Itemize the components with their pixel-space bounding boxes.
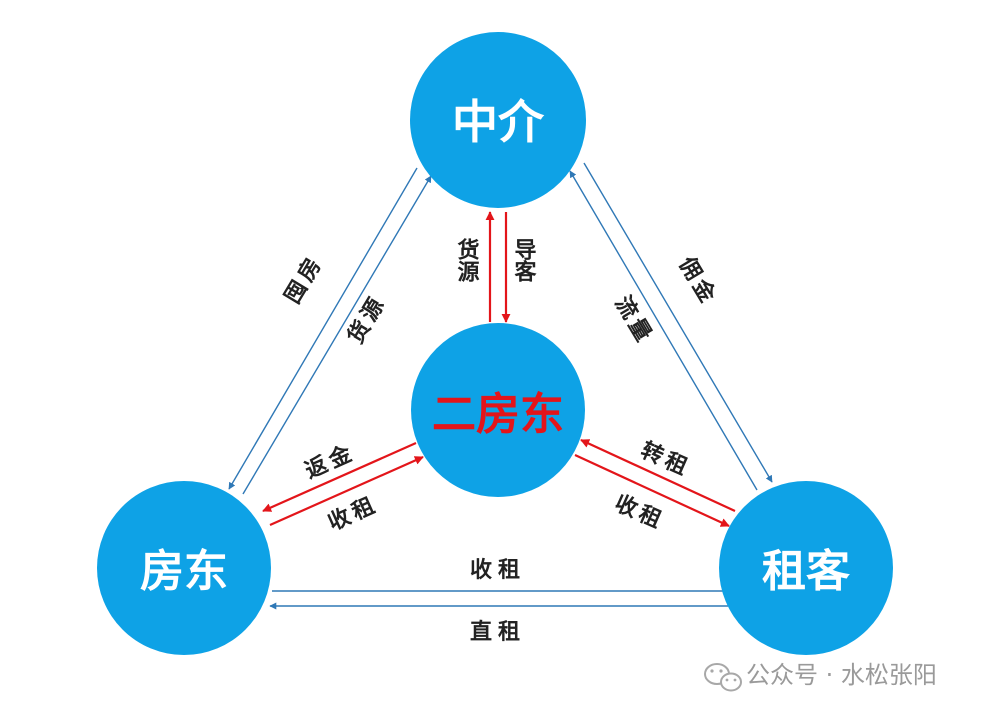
label-landlord-tenant-top: 收租 — [470, 557, 526, 583]
arrow-tenant-to-sub — [580, 439, 736, 512]
arrow-sub-to-landlord — [262, 441, 417, 513]
label-landlord-tenant-bottom: 直租 — [470, 619, 526, 645]
arrow-agent-to-landlord — [228, 167, 418, 490]
label-sub-tenant-lower: 收租 — [611, 490, 669, 535]
node-agent-label: 中介 — [452, 95, 545, 149]
node-agent: 中介 — [410, 32, 586, 208]
node-tenant-label: 租客 — [762, 546, 850, 597]
node-tenant: 租客 — [719, 481, 893, 655]
node-sublandlord: 二房东 — [411, 323, 585, 497]
arrow-agent-to-tenant — [583, 162, 773, 483]
node-landlord-label: 房东 — [140, 546, 228, 597]
arrow-landlord-to-sub — [269, 455, 424, 527]
label-sub-tenant-upper: 转租 — [637, 437, 695, 482]
node-sublandlord-label: 二房东 — [432, 389, 564, 440]
wechat-icon — [704, 663, 742, 692]
label-sub-agent-up: 货源 — [454, 237, 480, 282]
node-landlord: 房东 — [97, 481, 271, 655]
arrow-tenant-to-agent — [569, 170, 758, 491]
label-landlord-agent-inner: 货源 — [342, 290, 391, 348]
arrow-landlord-to-agent — [242, 175, 432, 495]
label-sub-landlord-upper: 返金 — [301, 439, 359, 484]
watermark: 公众号 · 水松张阳 — [704, 661, 937, 692]
label-sub-agent-down: 导客 — [511, 238, 537, 283]
label-agent-tenant-outer: 佣金 — [673, 252, 723, 311]
label-agent-tenant-inner: 流量 — [609, 291, 658, 349]
label-landlord-agent-outer: 囤房 — [279, 250, 328, 308]
watermark-text: 公众号 · 水松张阳 — [746, 661, 937, 689]
arrow-sub-to-tenant — [574, 454, 730, 527]
